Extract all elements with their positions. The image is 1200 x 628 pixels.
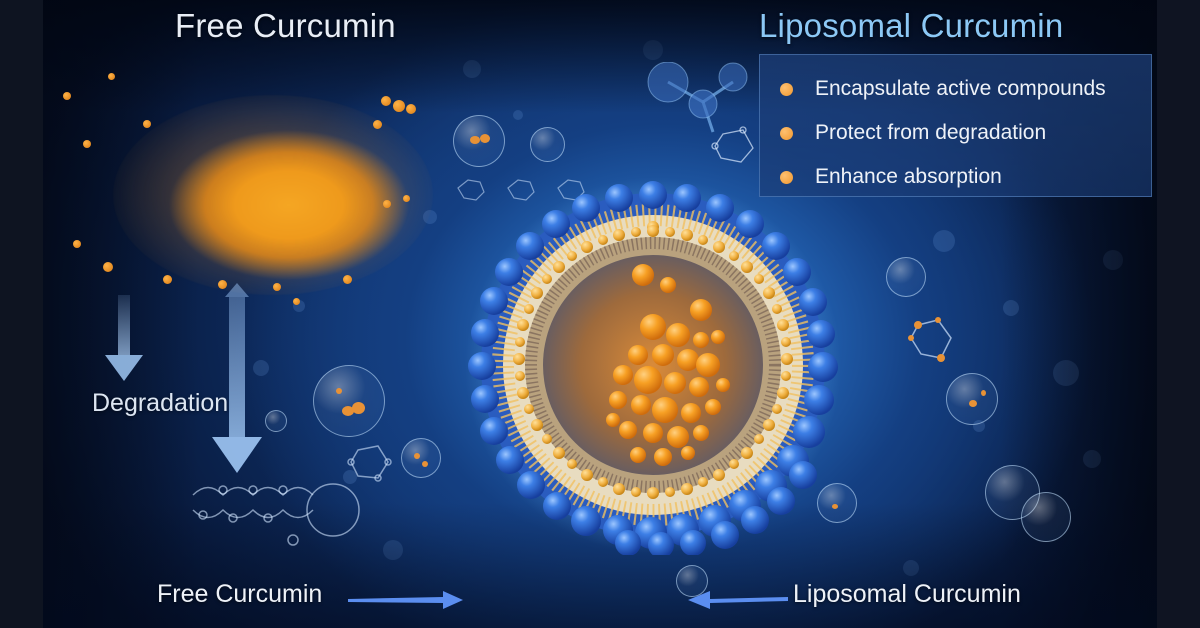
molecule-chain-icon bbox=[192, 483, 360, 546]
benefit-item: Encapsulate active compounds bbox=[780, 67, 1151, 111]
bullet-icon bbox=[780, 170, 793, 184]
bubble bbox=[530, 127, 565, 162]
liposomal-curcumin-title: Liposomal Curcumin bbox=[759, 7, 1064, 44]
bullet-icon bbox=[780, 126, 793, 140]
benefits-box: Encapsulate active compounds Protect fro… bbox=[759, 54, 1152, 197]
benefit-label: Encapsulate active compounds bbox=[815, 77, 1106, 100]
bubble bbox=[886, 257, 926, 297]
bubble bbox=[817, 483, 857, 523]
free-curcumin-label: Free Curcumin bbox=[157, 580, 323, 608]
bubble bbox=[1021, 492, 1071, 542]
left-letterbox bbox=[0, 0, 43, 628]
bubble bbox=[401, 438, 441, 478]
liposomal-curcumin-label: Liposomal Curcumin bbox=[793, 580, 1021, 608]
bubble bbox=[265, 410, 287, 432]
benefit-item: Protect from degradation bbox=[780, 111, 1151, 155]
degradation-label: Degradation bbox=[92, 389, 229, 417]
bubble bbox=[453, 115, 505, 167]
free-curcumin-title: Free Curcumin bbox=[175, 7, 396, 44]
molecule-ring-icon bbox=[347, 445, 392, 482]
benefit-label: Enhance absorption bbox=[815, 165, 1002, 188]
molecule-network-icon bbox=[647, 62, 754, 163]
arrow-right-icon bbox=[348, 591, 463, 609]
arrow-left-icon bbox=[688, 591, 788, 609]
bubble bbox=[313, 365, 385, 437]
bullet-icon bbox=[780, 82, 793, 96]
benefit-item: Enhance absorption bbox=[780, 155, 1151, 199]
molecule-network-icon bbox=[908, 317, 952, 362]
right-letterbox bbox=[1157, 0, 1200, 628]
bubble bbox=[946, 373, 998, 425]
benefit-label: Protect from degradation bbox=[815, 121, 1047, 144]
bubble bbox=[676, 565, 708, 597]
liposome-icon bbox=[465, 177, 841, 555]
